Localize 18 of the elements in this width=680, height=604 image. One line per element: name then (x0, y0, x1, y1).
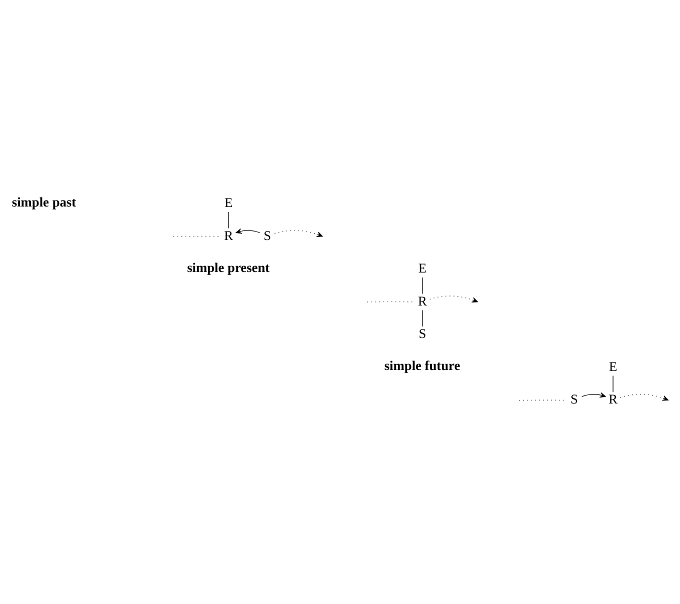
node-text: E (224, 195, 233, 210)
node-text: R (608, 392, 618, 407)
connector (612, 375, 614, 392)
node-text: E (418, 260, 427, 276)
node-text: S (570, 392, 578, 407)
label: simple present (187, 260, 270, 275)
connector (422, 310, 423, 327)
arrow (236, 228, 260, 234)
connector (422, 277, 423, 294)
node-text: R (418, 293, 427, 308)
label: simple future (384, 358, 460, 374)
connector (228, 212, 229, 229)
node-text: S (264, 228, 272, 243)
label: simple past (12, 194, 76, 210)
node-text: R (224, 228, 233, 243)
node-text: E (608, 358, 618, 374)
node-text: S (418, 326, 426, 342)
arrow (582, 392, 606, 398)
